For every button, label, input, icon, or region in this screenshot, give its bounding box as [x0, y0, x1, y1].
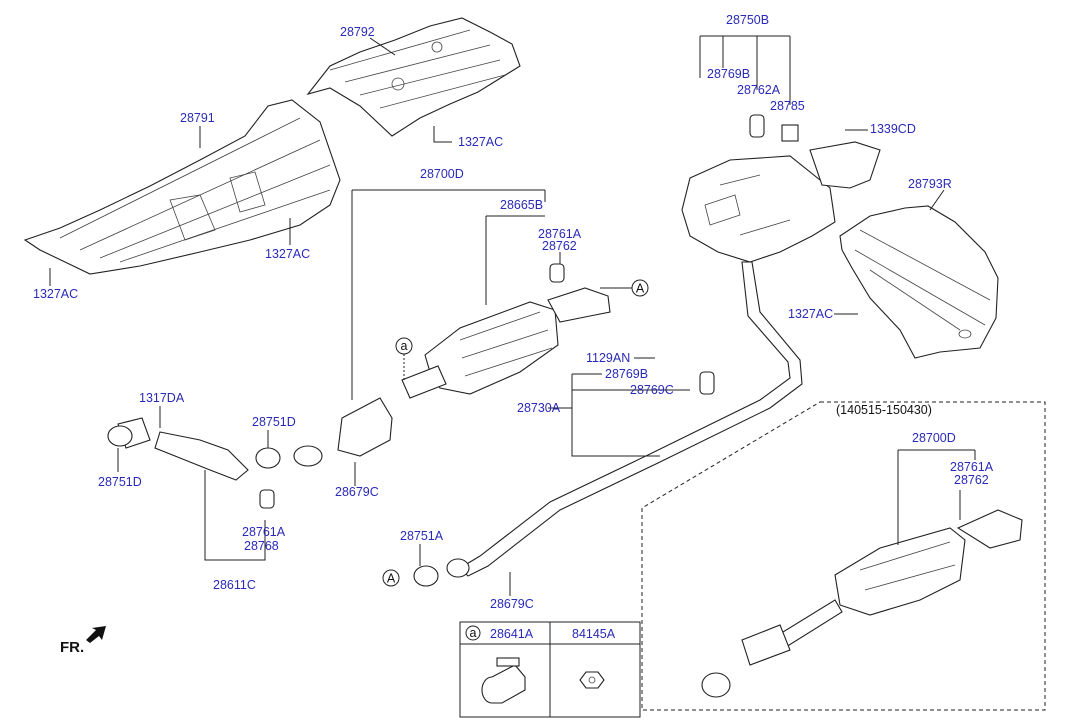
heat-shield-28791: [23, 99, 341, 275]
gasket-28751A: [413, 565, 439, 587]
hanger-28762A: [749, 114, 765, 138]
label-1339CD: 1339CD: [870, 122, 916, 136]
label-1327AC-left: 1327AC: [33, 287, 78, 301]
nut-84145A-icon: [579, 671, 605, 689]
hanger-28769C: [699, 371, 715, 395]
label-28665B: 28665B: [500, 198, 543, 212]
label-28730A: 28730A: [517, 401, 561, 415]
catalytic-converter-inset: [701, 509, 1023, 698]
label-28751A: 28751A: [400, 529, 444, 543]
legend-table: a 28641A 84145A: [459, 621, 641, 718]
label-1317DA: 1317DA: [139, 391, 185, 405]
inset-date-range: (140515-150430): [836, 403, 932, 417]
callout-A-lower-text: A: [387, 572, 396, 586]
label-28762-a: 28762: [542, 239, 577, 253]
label-1327AC-right: 1327AC: [788, 307, 833, 321]
label-1327AC-top: 1327AC: [458, 135, 503, 149]
hanger-28761A-front: [259, 489, 275, 509]
label-28751D-a: 28751D: [252, 415, 296, 429]
label-28768: 28768: [244, 539, 279, 553]
label-28793R: 28793R: [908, 177, 952, 191]
front-direction-label: FR.: [60, 639, 84, 656]
label-28769B-a: 28769B: [707, 67, 750, 81]
label-28762A: 28762A: [737, 83, 781, 97]
front-arrow-icon: [86, 626, 106, 643]
gasket-28751D: [255, 447, 281, 469]
label-28761A-b: 28761A: [242, 525, 286, 539]
front-pipe-28611C: [107, 417, 249, 481]
label-28700D-inset: 28700D: [912, 431, 956, 445]
label-1129AN: 1129AN: [586, 351, 630, 365]
label-28785: 28785: [770, 99, 805, 113]
label-28761A-a: 28761A: [538, 227, 582, 241]
heat-shield-28792: [306, 17, 521, 137]
heat-shield-28793R: [839, 205, 999, 359]
label-28679C-b: 28679C: [490, 597, 534, 611]
legend-key-circle: [465, 625, 481, 641]
legend-key: a: [470, 626, 477, 640]
inset-border: [641, 401, 1046, 711]
label-28769B-b: 28769B: [605, 367, 648, 381]
bracket-28785: [781, 124, 799, 142]
callout-A-upper-text: A: [636, 282, 645, 296]
clamp-28641A-icon: [481, 657, 526, 704]
label-28792: 28792: [340, 25, 375, 39]
label-28762-c: 28762: [954, 473, 989, 487]
pipe-flange: [446, 558, 470, 578]
catalytic-converter-main: [293, 287, 611, 467]
legend-col2: 84145A: [572, 627, 616, 641]
label-28679C-a: 28679C: [335, 485, 379, 499]
label-28791: 28791: [180, 111, 215, 125]
hanger-28761A: [549, 263, 565, 283]
callout-A-upper: [631, 279, 649, 297]
label-1327AC-mid: 1327AC: [265, 247, 310, 261]
label-28761A-c: 28761A: [950, 460, 994, 474]
callout-A-lower: [382, 569, 400, 587]
label-28751D-b: 28751D: [98, 475, 142, 489]
label-28750B: 28750B: [726, 13, 769, 27]
rear-muffler: [681, 141, 881, 263]
legend-col1: 28641A: [490, 627, 534, 641]
label-28611C: 28611C: [213, 578, 256, 592]
label-28769C: 28769C: [630, 383, 674, 397]
callout-a-marker-text: a: [401, 339, 408, 353]
center-pipe-28730A: [459, 261, 803, 577]
label-28700D: 28700D: [420, 167, 464, 181]
